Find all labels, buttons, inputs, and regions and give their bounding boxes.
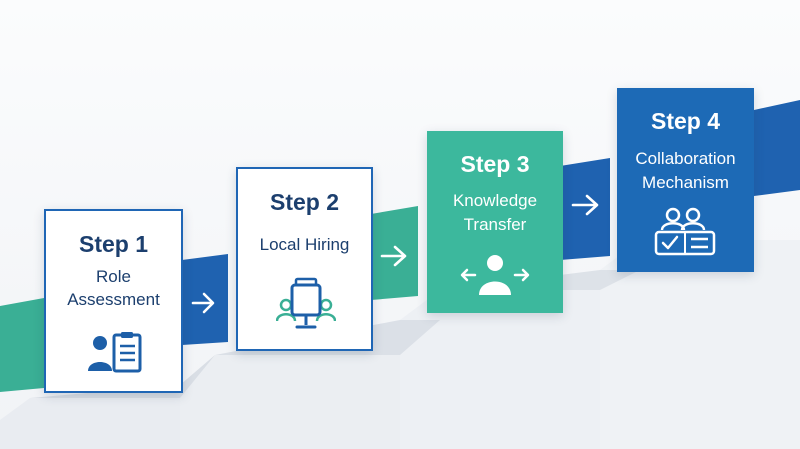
step-1-card: Step 1 Role Assessment xyxy=(44,209,183,393)
step-3-label-line-1: Knowledge xyxy=(452,191,538,210)
chevron-right-arrow-icon xyxy=(571,194,599,216)
step-1-title: Step 1 xyxy=(78,231,149,257)
ribbon-segment xyxy=(182,254,228,345)
chevron-right-arrow-icon xyxy=(380,245,407,267)
staircase-background xyxy=(0,240,800,449)
people-monitor-icon xyxy=(276,277,336,329)
step-2-title: Step 2 xyxy=(269,189,340,215)
step-4-label-line-1: Collaboration xyxy=(635,149,736,168)
ribbon-segment xyxy=(371,206,418,300)
chevron-right-arrow-icon xyxy=(191,292,215,314)
step-1-label-line-1: Role xyxy=(96,267,131,286)
ribbon-segment xyxy=(560,158,610,260)
step-2-card: Step 2 Local Hiring xyxy=(236,167,373,351)
stair-block xyxy=(400,290,600,449)
step-2-label-line-1: Local Hiring xyxy=(259,235,350,254)
step-3-title: Step 3 xyxy=(460,151,530,177)
person-clipboard-icon xyxy=(88,332,142,373)
person-arrows-icon xyxy=(460,255,530,295)
connector-arrow-3 xyxy=(571,194,599,216)
ribbon xyxy=(0,100,800,392)
connector-arrow-2 xyxy=(380,245,407,267)
stair-block xyxy=(600,240,800,449)
step-4-title: Step 4 xyxy=(650,108,721,134)
stair-block xyxy=(0,398,180,449)
connector-arrow-1 xyxy=(191,292,215,314)
team-checklist-icon xyxy=(654,207,716,256)
step-3-card: Step 3 Knowledge Transfer xyxy=(427,131,563,313)
stair-block xyxy=(180,355,400,449)
step-4-label-line-2: Mechanism xyxy=(642,173,729,192)
step-3-label-line-2: Transfer xyxy=(463,215,527,234)
step-4-card: Step 4 Collaboration Mechanism xyxy=(617,88,754,272)
step-1-label-line-2: Assessment xyxy=(67,290,160,309)
ribbon-segment-left xyxy=(0,298,44,392)
ribbon-segment-right xyxy=(754,100,800,196)
